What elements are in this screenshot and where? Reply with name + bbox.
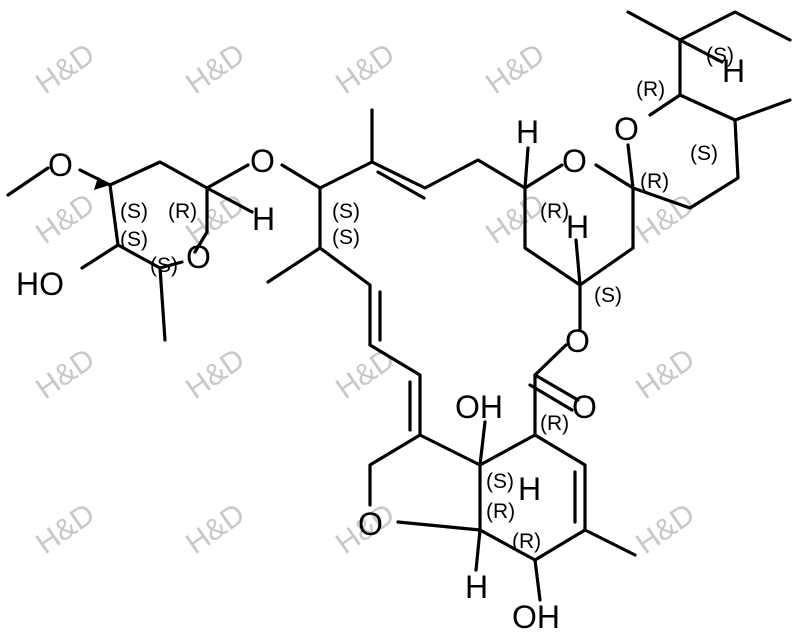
carbonyl-oxygen: O <box>572 389 597 425</box>
glycoside-bond <box>205 163 250 190</box>
spiro-pyran <box>626 10 792 210</box>
core-oh-bond <box>533 558 542 602</box>
stereo-label: (R) <box>540 412 569 435</box>
sugar-oh-bond <box>80 243 120 270</box>
chain-bonds <box>318 246 372 347</box>
watermark-text: H&D <box>480 37 551 100</box>
watermark-text: H&D <box>30 37 101 100</box>
pyran-oxygen: O <box>614 111 639 147</box>
watermark-text: H&D <box>180 37 251 100</box>
spiroketal-ring-bonds <box>523 186 582 287</box>
stereo-label: (R) <box>640 170 669 193</box>
stereo-label: (S) <box>486 470 514 493</box>
chain-double-bond <box>376 170 426 200</box>
watermark-text: H&D <box>630 497 701 560</box>
methoxy-oxygen: O <box>48 147 73 183</box>
sugar-ring <box>6 160 254 342</box>
spiroketal-oxygen: O <box>562 143 587 179</box>
core-ring-bonds <box>418 433 537 467</box>
stereo-label: (S) <box>150 254 178 277</box>
core-h-bond <box>474 528 482 572</box>
watermark-text: H&D <box>180 342 251 405</box>
sugar-ring-oxygen: O <box>186 239 211 275</box>
chain-methyl-bond <box>266 246 322 284</box>
chain-bonds <box>368 343 422 437</box>
methoxy-bond <box>6 166 50 197</box>
stereo-label: (R) <box>540 200 569 223</box>
stereo-label: (R) <box>486 500 515 523</box>
chain-bonds <box>318 108 374 190</box>
watermark-text: H&D <box>630 342 701 405</box>
stereo-label: (R) <box>168 200 197 223</box>
watermark-text: H&D <box>30 187 101 250</box>
sugar-hydrogen: H <box>252 201 275 237</box>
side-chain-bonds <box>678 10 792 97</box>
watermark-text: H&D <box>330 37 401 100</box>
side-chain-hydrogen: H <box>722 53 745 89</box>
core-hydroxyl: OH <box>455 389 503 425</box>
spiroketal-ring-bonds <box>594 163 635 190</box>
glycoside-bond <box>280 163 322 190</box>
glycoside-oxygen: O <box>250 143 275 179</box>
ring-hydrogen: H <box>516 114 539 150</box>
stereo-label: (S) <box>594 284 622 307</box>
core-ring-bonds <box>478 433 587 562</box>
stereo-descriptors: (S) (R) (S) (S) (S) (S) (R) (S) (S) (R) … <box>120 44 734 553</box>
carbonyl-bond <box>528 383 574 412</box>
sugar-h-bond <box>205 186 254 214</box>
watermark-text: H&D <box>180 497 251 560</box>
ester-bond <box>533 343 568 377</box>
core-methyl-bond <box>583 528 637 557</box>
stereo-label: (S) <box>332 226 360 249</box>
furan-ring-bonds <box>396 520 482 532</box>
bottom-hydroxyl: OH <box>512 599 560 635</box>
lower-hydrogen: H <box>465 569 488 605</box>
carbonyl-bond <box>533 373 580 402</box>
macrocycle <box>266 108 635 437</box>
pyran-methyl-bond <box>733 98 792 122</box>
bridge-hydrogen: H <box>518 471 541 507</box>
watermark-text: H&D <box>330 342 401 405</box>
furan-oxygen: O <box>358 506 383 542</box>
ring-h-bond <box>523 146 530 190</box>
spiroketal-ring-bonds <box>578 246 635 287</box>
side-chain-methyl-bond <box>626 10 682 42</box>
sugar-methyl-bond <box>158 266 167 342</box>
core-oh-bond <box>478 420 487 467</box>
watermark-text: H&D <box>30 342 101 405</box>
stereo-label: (S) <box>120 200 148 223</box>
stereo-label: (R) <box>512 530 541 553</box>
pyran-ring-bonds <box>631 93 740 210</box>
atom-labels: O O O H HO O O H H H O O OH O H H OH <box>16 53 745 635</box>
stereo-label: (S) <box>690 142 718 165</box>
ester-oxygen: O <box>565 323 590 359</box>
furan-ring-bonds <box>368 433 422 507</box>
hexahydrobenzofuran-core <box>368 420 637 602</box>
spiroketal-ring-bonds <box>523 163 564 190</box>
sugar-hydroxyl: HO <box>16 266 64 302</box>
stereo-label: (R) <box>636 78 665 101</box>
watermark-text: H&D <box>630 187 701 250</box>
ring-h-bond <box>574 238 582 287</box>
pyran-ring-bonds <box>626 143 635 190</box>
stereo-label: (S) <box>706 44 734 67</box>
side-chain-h-bond <box>678 38 724 64</box>
stereo-label: (S) <box>120 228 148 251</box>
sugar-wedge-bond <box>94 177 110 190</box>
sugar-ring-bonds <box>108 183 184 270</box>
stereo-label: (S) <box>332 200 360 223</box>
chain-bonds <box>370 158 527 190</box>
watermark-text: H&D <box>30 497 101 560</box>
ring-hydrogen: H <box>566 209 589 245</box>
